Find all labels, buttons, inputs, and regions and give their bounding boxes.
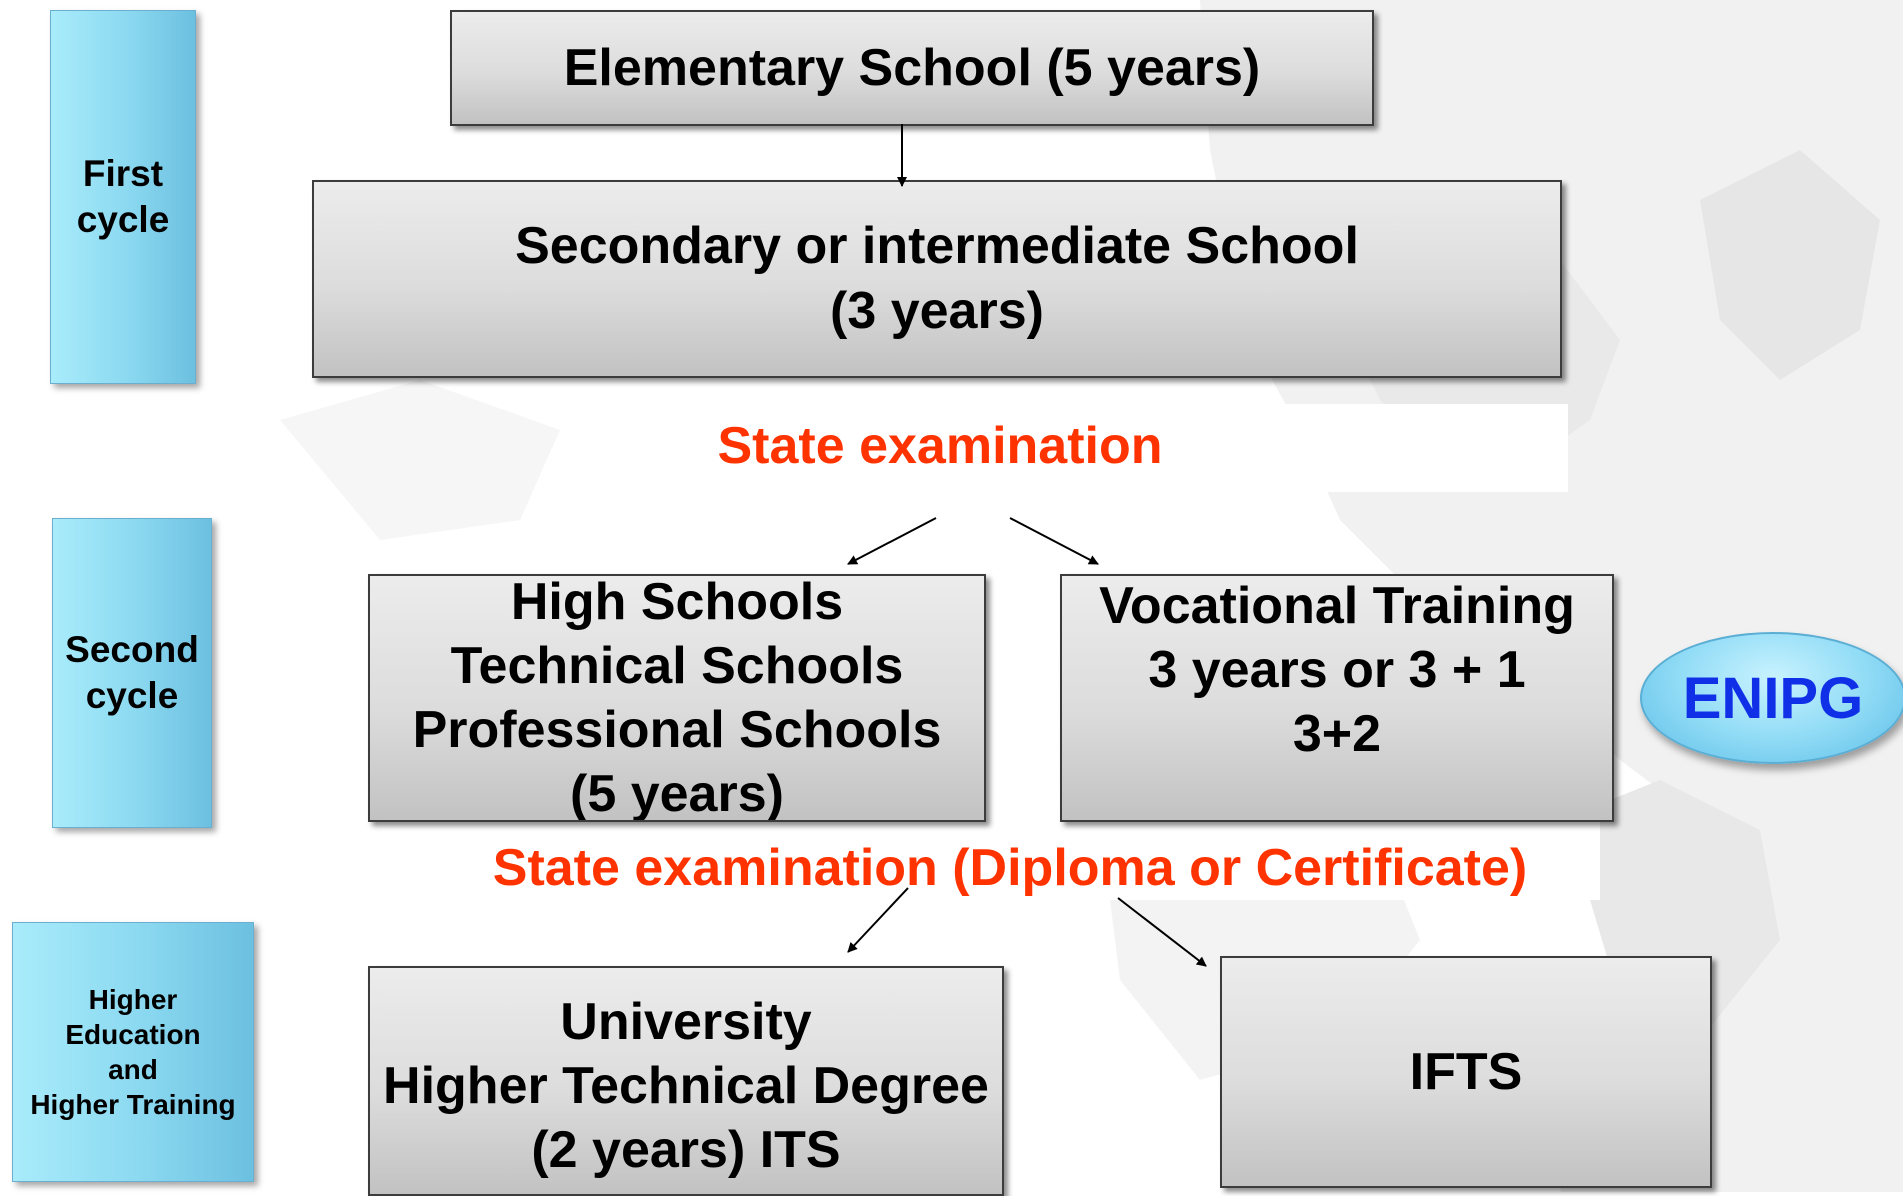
second-cycle-label: Second cycle	[52, 518, 212, 828]
state-exam-diploma-label: State examination (Diploma or Certificat…	[492, 839, 1528, 897]
state-exam-label: State examination	[717, 417, 1163, 475]
university-box: University Higher Technical Degree (2 ye…	[368, 966, 1004, 1196]
vocational-training-text: Vocational Training 3 years or 3 + 1 3+2	[1099, 577, 1575, 763]
ifts-box: IFTS	[1220, 956, 1712, 1188]
elementary-school-box: Elementary School (5 years)	[450, 10, 1374, 126]
first-cycle-label: First cycle	[50, 10, 196, 384]
secondary-school-box: Secondary or intermediate School (3 year…	[312, 180, 1562, 378]
high-schools-text: High Schools Technical Schools Professio…	[412, 574, 942, 822]
arrow-diploma-to-university	[847, 887, 909, 953]
enipg-badge[interactable]: ENIPG	[1640, 632, 1903, 764]
vocational-training-box: Vocational Training 3 years or 3 + 1 3+2	[1060, 574, 1614, 822]
higher-education-text: Higher Education and Higher Training	[30, 984, 236, 1120]
university-text: University Higher Technical Degree (2 ye…	[383, 993, 989, 1179]
exam-band-top	[700, 404, 1568, 492]
arrow-diploma-to-ifts	[1117, 897, 1207, 967]
ifts-text: IFTS	[1409, 1043, 1523, 1101]
exam-band-bottom	[360, 820, 1600, 900]
secondary-school-text: Secondary or intermediate School (3 year…	[515, 217, 1359, 340]
second-cycle-text: Second cycle	[65, 629, 199, 716]
higher-education-label: Higher Education and Higher Training	[12, 922, 254, 1182]
arrow-exam-to-vocational	[1009, 517, 1099, 565]
elementary-school-text: Elementary School (5 years)	[563, 39, 1261, 97]
arrow-exam-to-high-schools	[847, 517, 937, 565]
first-cycle-text: First cycle	[76, 153, 170, 240]
high-schools-box: High Schools Technical Schools Professio…	[368, 574, 986, 822]
enipg-text: ENIPG	[1682, 665, 1864, 731]
